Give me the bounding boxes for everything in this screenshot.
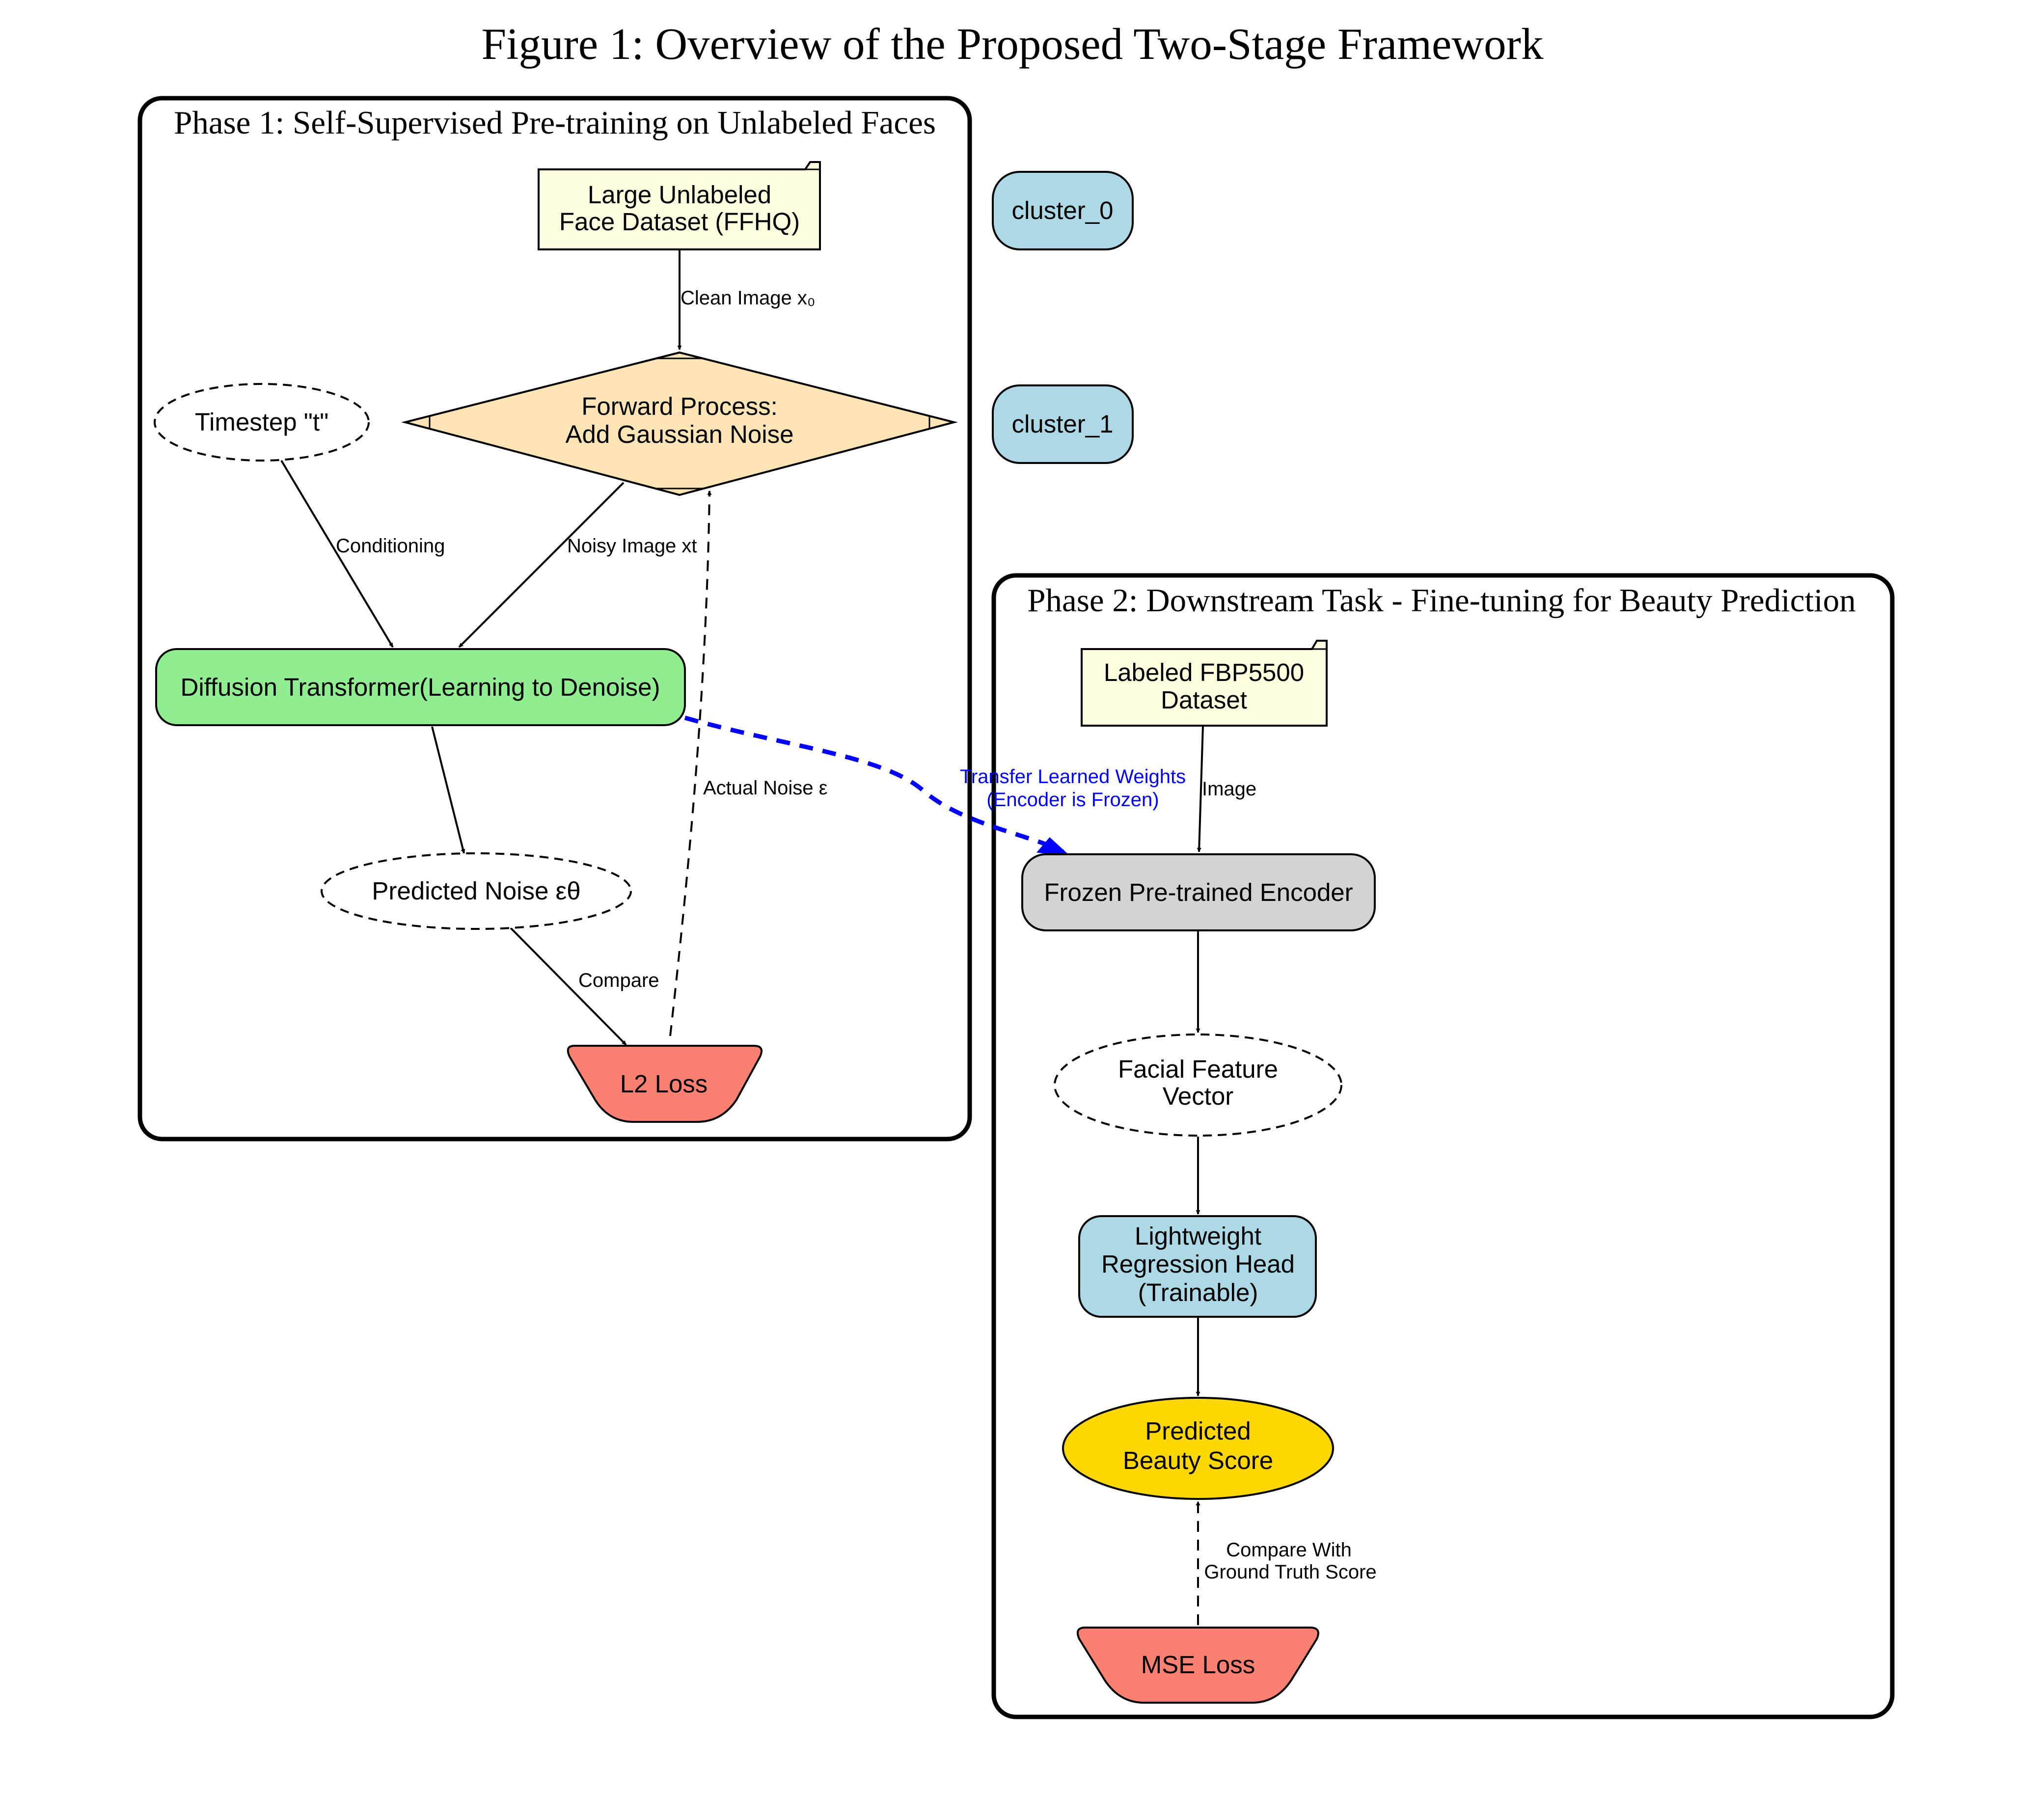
node-diffusion-transformer: Diffusion Transformer(Learning to Denois… [155, 648, 686, 726]
head-line2: Regression Head [1101, 1250, 1295, 1278]
node-cluster-0: cluster_0 [992, 171, 1134, 250]
node-regression-head: Lightweight Regression Head (Trainable) [1078, 1215, 1317, 1318]
node-l2-loss: L2 Loss [567, 1045, 763, 1123]
edge-noisy-image [458, 482, 625, 648]
figure-title: Figure 1: Overview of the Proposed Two-S… [482, 19, 1544, 69]
phase1-label: Phase 1: Self-Supervised Pre-training on… [174, 105, 936, 141]
fbp-line2: Dataset [1161, 686, 1247, 714]
phase2-cluster: Phase 2: Downstream Task - Fine-tuning f… [991, 573, 1895, 1719]
head-line3: (Trainable) [1138, 1278, 1258, 1306]
ffhq-line1: Large Unlabeled [588, 181, 771, 209]
edge-compare [510, 927, 627, 1046]
label-image: Image [1202, 778, 1256, 800]
label-conditioning: Conditioning [336, 535, 445, 557]
dit-text: Diffusion Transformer(Learning to Denois… [180, 673, 660, 701]
edge-conditioning [280, 460, 394, 648]
phase1-cluster: Phase 1: Self-Supervised Pre-training on… [137, 96, 972, 1142]
feature-line1: Facial Feature [1118, 1055, 1278, 1083]
node-ffhq-dataset: Large Unlabeled Face Dataset (FFHQ) [538, 161, 821, 250]
score-line1: Predicted [1145, 1417, 1251, 1445]
ffhq-line2: Face Dataset (FFHQ) [559, 208, 800, 236]
l2-text: L2 Loss [620, 1070, 708, 1098]
node-facial-feature-vector: Facial Feature Vector [1054, 1033, 1342, 1137]
cluster1-text: cluster_1 [1012, 410, 1114, 438]
phase2-label: Phase 2: Downstream Task - Fine-tuning f… [1027, 582, 1855, 619]
edge-labels: Clean Image x₀ Conditioning Noisy Image … [336, 287, 1377, 1583]
forward-line2: Add Gaussian Noise [566, 420, 794, 448]
fbp-line1: Labeled FBP5500 [1104, 658, 1304, 686]
label-noisy-image: Noisy Image xt [567, 535, 697, 557]
encoder-text: Frozen Pre-trained Encoder [1044, 878, 1353, 906]
forward-line1: Forward Process: [581, 392, 778, 420]
node-mse-loss: MSE Loss [1077, 1627, 1319, 1704]
node-forward-process: Forward Process: Add Gaussian Noise [401, 351, 958, 496]
head-line1: Lightweight [1135, 1222, 1261, 1250]
label-transfer-line1: Transfer Learned Weights [960, 766, 1186, 788]
score-line2: Beauty Score [1123, 1446, 1273, 1474]
label-actual-noise: Actual Noise ε [703, 777, 828, 799]
node-timestep: Timestep "t" [154, 383, 370, 462]
label-transfer-line2: (Encoder is Frozen) [986, 789, 1159, 811]
pred-noise-text: Predicted Noise εθ [372, 877, 580, 905]
label-compare: Compare [578, 970, 659, 991]
node-fbp5500-dataset: Labeled FBP5500 Dataset [1081, 640, 1328, 727]
node-predicted-beauty-score: Predicted Beauty Score [1062, 1397, 1334, 1500]
node-predicted-noise: Predicted Noise εθ [321, 852, 632, 930]
label-compare-with-line1: Compare With [1226, 1539, 1352, 1561]
node-cluster-1: cluster_1 [992, 384, 1134, 464]
feature-line2: Vector [1163, 1082, 1234, 1110]
label-clean-image: Clean Image x₀ [681, 287, 816, 309]
timestep-text: Timestep "t" [195, 408, 328, 436]
edge-transfer-weights [684, 715, 1064, 854]
edges [280, 249, 1204, 1625]
edge-actual-noise [669, 490, 712, 1036]
node-frozen-encoder: Frozen Pre-trained Encoder [1021, 853, 1376, 931]
edge-dit-to-pred [431, 726, 465, 854]
cluster0-text: cluster_0 [1012, 196, 1114, 224]
edge-image [1197, 725, 1204, 852]
mse-text: MSE Loss [1141, 1651, 1255, 1679]
label-compare-with-line2: Ground Truth Score [1204, 1561, 1376, 1583]
